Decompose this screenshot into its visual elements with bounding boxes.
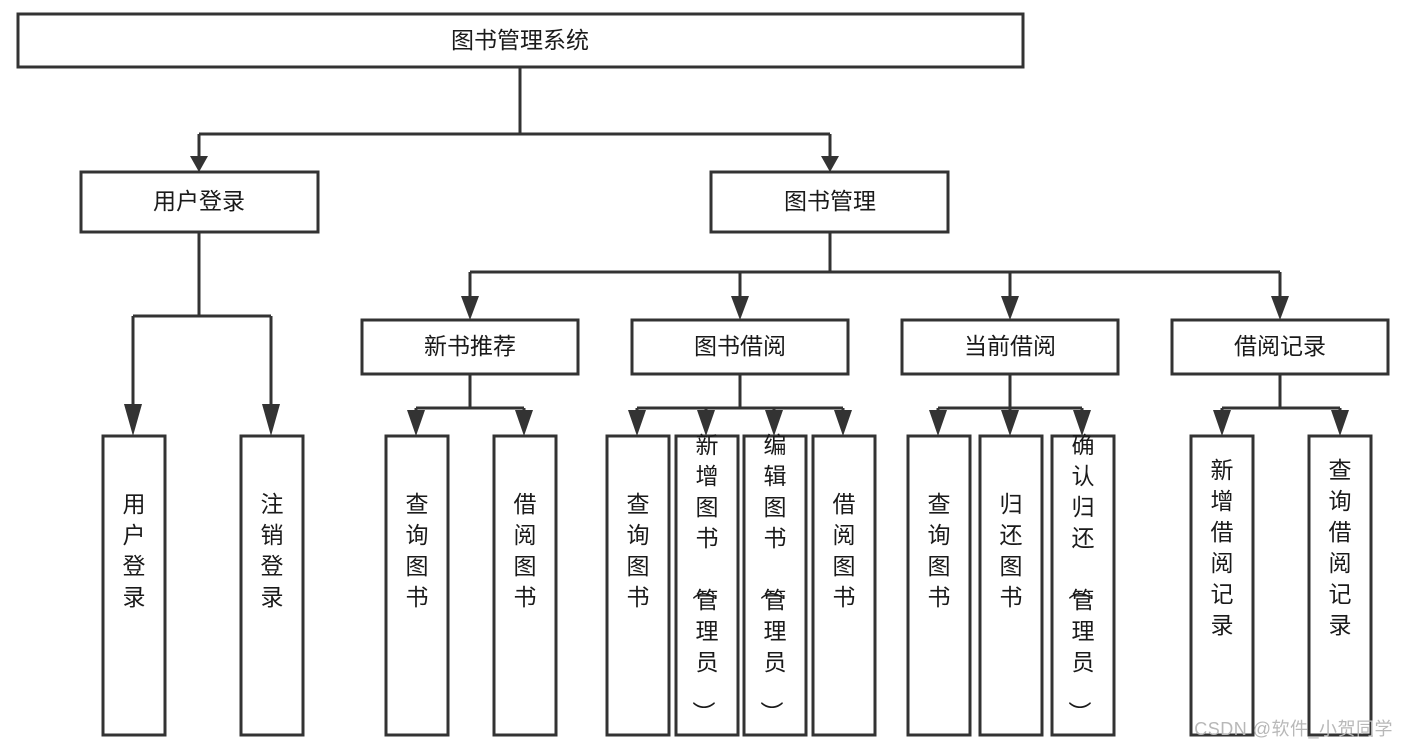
leaf-user-login-box[interactable]	[101, 434, 167, 737]
arrowhead-leaf-logout	[262, 404, 280, 436]
node-borrow-record-label: 借阅记录	[1234, 333, 1326, 359]
leaf-bb-edit-book-box[interactable]	[742, 434, 808, 737]
leaf-br-add-record[interactable]: 新增借阅记录	[1189, 434, 1255, 737]
leaf-cb-confirm-return-box[interactable]	[1050, 434, 1116, 737]
node-book-borrow-box[interactable]	[630, 318, 850, 376]
arrowhead-borrow-record	[1271, 296, 1289, 320]
leaf-cb-query-book-box[interactable]	[906, 434, 972, 737]
node-user-login-box[interactable]	[79, 170, 320, 234]
leaf-bb-query-book-box[interactable]	[605, 434, 671, 737]
leaf-nbr-borrow-book-label: 借阅图书	[514, 491, 537, 610]
leaf-user-login[interactable]: 用户登录	[101, 434, 167, 737]
node-current-borrow-label: 当前借阅	[964, 333, 1056, 359]
leaf-bb-borrow-book-box[interactable]	[811, 434, 877, 737]
arrowhead-leaf-user-login	[124, 404, 142, 436]
leaf-bb-add-book-box[interactable]	[674, 434, 740, 737]
node-new-book-recommend[interactable]: 新书推荐	[360, 318, 580, 376]
arrowhead-user-login	[190, 156, 208, 172]
arrowhead-bb-leaf1	[628, 410, 646, 436]
arrowhead-nbr-leaf2	[515, 410, 533, 436]
node-current-borrow-box[interactable]	[900, 318, 1120, 376]
leaf-cb-query-book[interactable]: 查询图书	[906, 434, 972, 737]
leaf-cb-return-book-label: 归还图书	[1000, 491, 1023, 610]
node-root-system[interactable]: 图书管理系统	[16, 12, 1025, 69]
leaf-bb-borrow-book[interactable]: 借阅图书	[811, 434, 877, 737]
arrowhead-bb-leaf2	[697, 410, 715, 436]
leaf-logout-label: 注销登录	[261, 491, 284, 610]
node-new-book-recommend-label: 新书推荐	[424, 333, 516, 359]
node-book-borrow[interactable]: 图书借阅	[630, 318, 850, 376]
arrowhead-cb-leaf1	[929, 410, 947, 436]
leaf-nbr-query-book[interactable]: 查询图书	[384, 434, 450, 737]
connector-layer	[124, 67, 1349, 436]
arrowhead-bb-leaf4	[834, 410, 852, 436]
node-borrow-record[interactable]: 借阅记录	[1170, 318, 1390, 376]
node-book-management[interactable]: 图书管理	[709, 170, 950, 234]
leaf-bb-add-book[interactable]: 新增图书（管理员）	[674, 432, 740, 737]
arrowhead-br-leaf1	[1213, 410, 1231, 436]
node-root-system-box[interactable]	[16, 12, 1025, 69]
arrowhead-bb-leaf3	[765, 410, 783, 436]
leaf-br-query-record-box[interactable]	[1307, 434, 1373, 737]
leaf-bb-edit-book-label: 编辑图书（管理员）	[759, 432, 787, 724]
leaf-logout-box[interactable]	[239, 434, 305, 737]
leaf-br-query-record[interactable]: 查询借阅记录	[1307, 434, 1373, 737]
node-new-book-recommend-box[interactable]	[360, 318, 580, 376]
leaf-logout[interactable]: 注销登录	[239, 434, 305, 737]
leaf-cb-query-book-label: 查询图书	[928, 491, 951, 610]
arrowhead-cb-leaf3	[1073, 410, 1091, 436]
leaf-nbr-borrow-book-box[interactable]	[492, 434, 558, 737]
leaf-br-query-record-label: 查询借阅记录	[1329, 457, 1352, 638]
arrowhead-book-manage	[821, 156, 839, 172]
leaf-cb-confirm-return-label: 确认归还（管理员）	[1067, 432, 1095, 724]
node-borrow-record-box[interactable]	[1170, 318, 1390, 376]
arrowhead-nbr-leaf1	[407, 410, 425, 436]
arrowhead-book-borrow	[731, 296, 749, 320]
leaf-cb-return-book[interactable]: 归还图书	[978, 434, 1044, 737]
leaf-bb-add-book-label: 新增图书（管理员）	[691, 432, 719, 724]
leaf-bb-edit-book[interactable]: 编辑图书（管理员）	[742, 432, 808, 737]
leaf-nbr-query-book-label: 查询图书	[406, 491, 429, 610]
leaf-user-login-label: 用户登录	[123, 491, 146, 610]
node-book-management-label: 图书管理	[784, 188, 876, 214]
leaf-cb-return-book-box[interactable]	[978, 434, 1044, 737]
arrowhead-current-borrow	[1001, 296, 1019, 320]
node-current-borrow[interactable]: 当前借阅	[900, 318, 1120, 376]
node-book-borrow-label: 图书借阅	[694, 333, 786, 359]
leaf-cb-confirm-return[interactable]: 确认归还（管理员）	[1050, 432, 1116, 737]
leaf-br-add-record-label: 新增借阅记录	[1211, 457, 1234, 638]
leaf-bb-query-book[interactable]: 查询图书	[605, 434, 671, 737]
arrowhead-cb-leaf2	[1001, 410, 1019, 436]
leaf-br-add-record-box[interactable]	[1189, 434, 1255, 737]
node-root-system-label: 图书管理系统	[451, 27, 589, 53]
arrowhead-new-book	[461, 296, 479, 320]
leaf-nbr-query-book-box[interactable]	[384, 434, 450, 737]
arrowhead-br-leaf2	[1331, 410, 1349, 436]
node-user-login-label: 用户登录	[153, 188, 245, 214]
leaf-bb-borrow-book-label: 借阅图书	[833, 491, 856, 610]
leaf-nbr-borrow-book[interactable]: 借阅图书	[492, 434, 558, 737]
node-book-management-box[interactable]	[709, 170, 950, 234]
node-user-login[interactable]: 用户登录	[79, 170, 320, 234]
leaf-bb-query-book-label: 查询图书	[627, 491, 650, 610]
